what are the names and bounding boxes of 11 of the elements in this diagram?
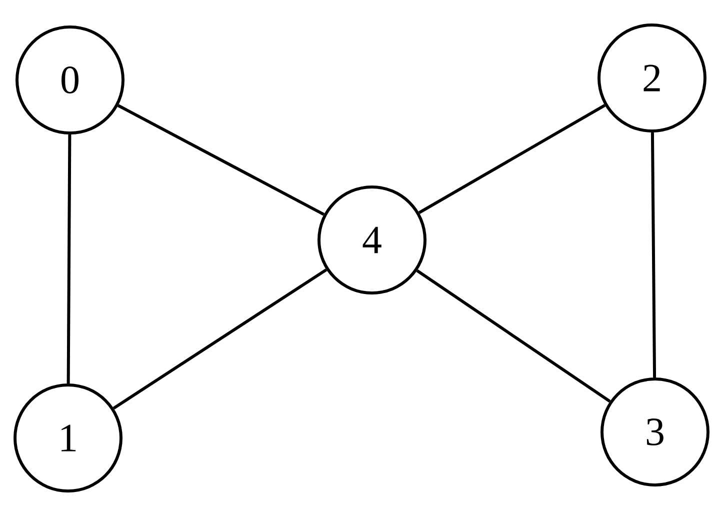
graph-vertex: 3: [600, 377, 710, 486]
graph-edge: [66, 134, 72, 384]
graph-vertex: 4: [318, 185, 426, 294]
graph-edge: [418, 104, 606, 214]
graph-edge: [650, 132, 656, 378]
graph-vertex: 0: [16, 26, 124, 134]
graph-vertex: 1: [14, 384, 122, 492]
graph-edge: [117, 104, 325, 216]
graph-edge: [112, 268, 328, 410]
graph-edge: [416, 269, 611, 403]
graph-vertex: 2: [598, 24, 706, 132]
